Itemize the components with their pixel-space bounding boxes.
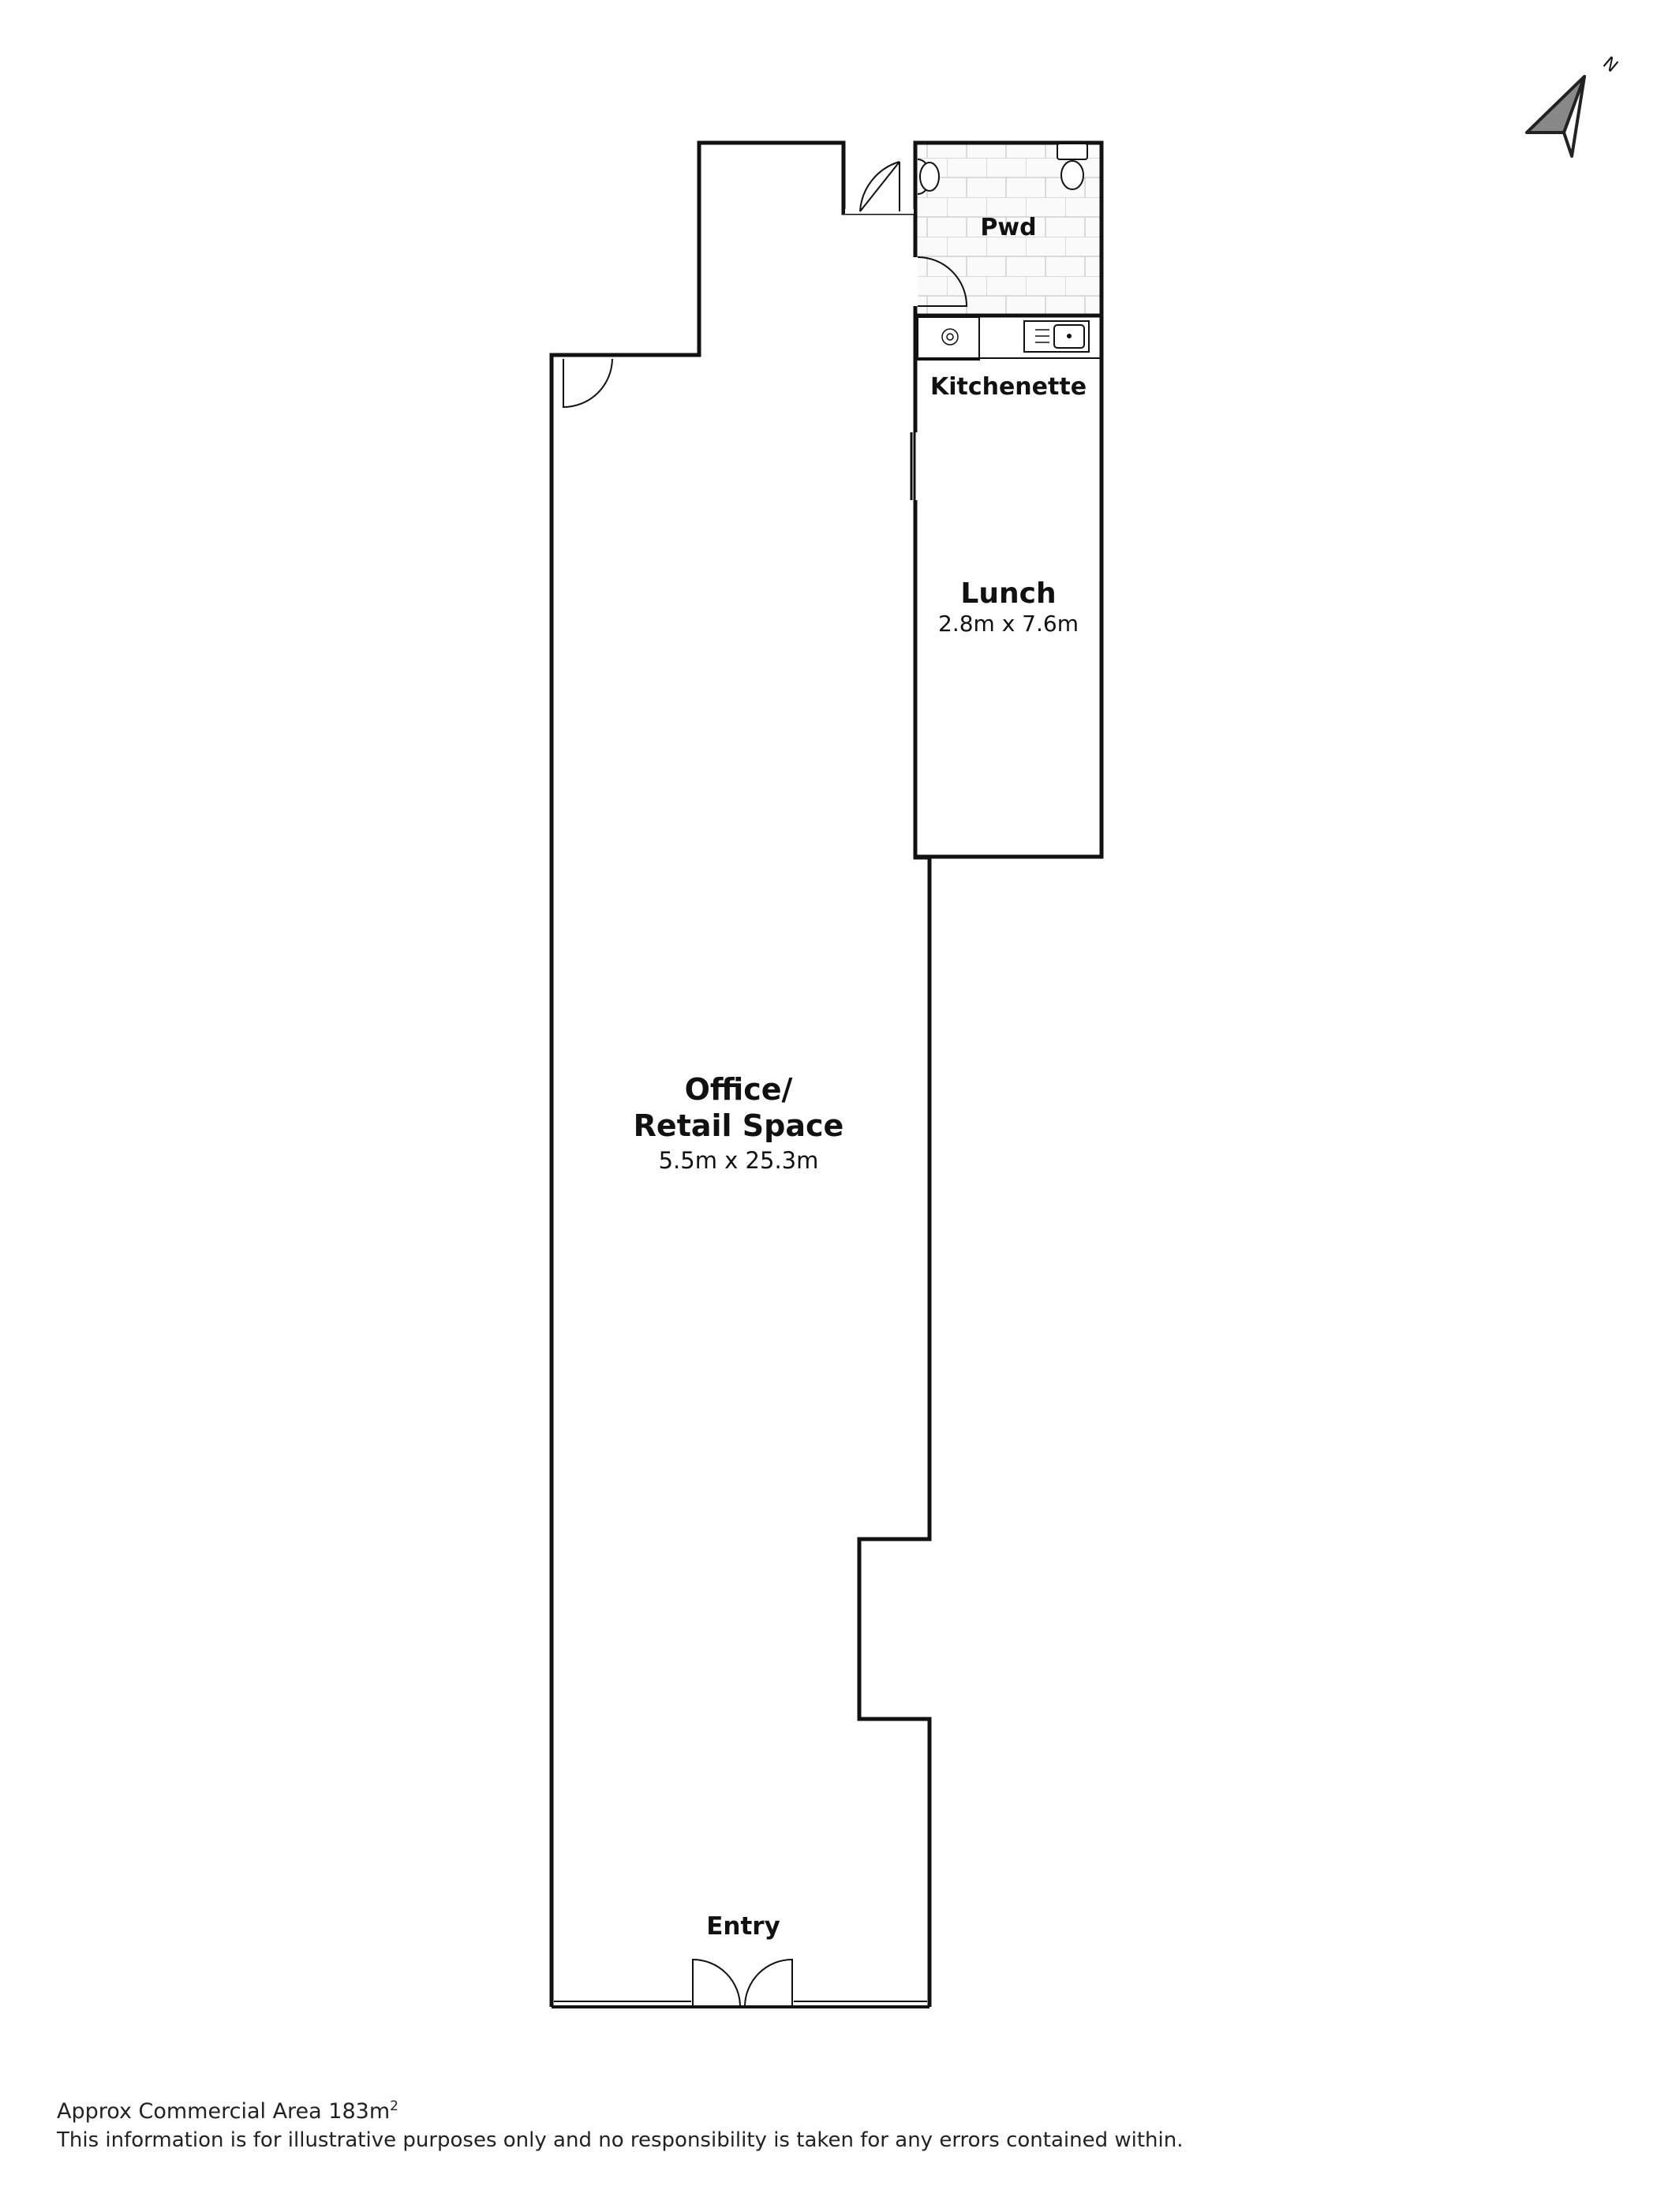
area-value: Approx Commercial Area 183m [57,2099,391,2124]
room-label-entry: Entry [706,1912,780,1941]
room-dimensions-office: 5.5m x 25.3m [659,1147,819,1174]
area-unit-superscript: 2 [390,2098,398,2114]
door-swing-top [845,161,914,214]
room-label-pwd: Pwd [980,214,1036,241]
room-label-kitchenette: Kitchenette [930,373,1087,401]
door-swing-office [563,358,613,409]
door-swing-pwd [912,256,968,307]
approx-area-text: Approx Commercial Area 183m2 [57,2098,398,2124]
disclaimer-text: This information is for illustrative pur… [57,2128,1184,2152]
room-dimensions-lunch: 2.8m x 7.6m [938,611,1079,637]
north-arrow-icon: N [1525,53,1621,158]
compass-label: N [1599,53,1621,77]
sink-icon [1023,320,1090,353]
entry-double-door [692,1958,793,2008]
lunch-walls [913,313,1104,859]
room-label-office-line2: Retail Space [634,1108,844,1143]
fridge-icon [917,316,980,361]
room-label-office-line1: Office/ [685,1072,793,1107]
basin-icon [917,159,940,195]
toilet-icon [1057,143,1088,190]
room-label-lunch: Lunch [960,577,1056,610]
